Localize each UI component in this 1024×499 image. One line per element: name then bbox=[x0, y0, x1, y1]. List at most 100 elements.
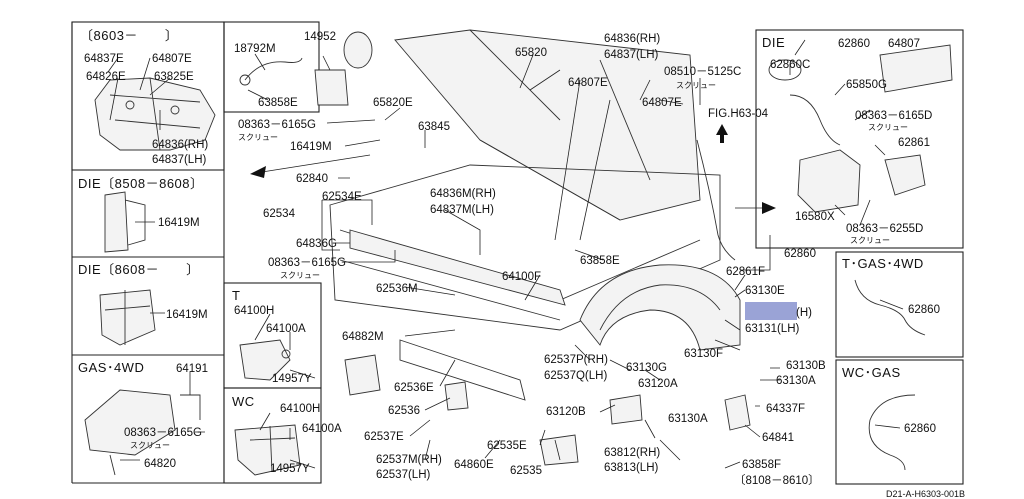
part-label-64807e-c: 64807E bbox=[642, 97, 682, 109]
part-label-08363-6255d: 08363－6255D bbox=[846, 223, 923, 235]
part-label-62860-c: 62860 bbox=[908, 304, 940, 316]
part-label-14957y-b: 14957Y bbox=[270, 463, 310, 475]
part-label-64807e-a: 64807E bbox=[152, 53, 192, 65]
hose-top-drawing bbox=[239, 31, 373, 106]
part-label-62537e: 62537E bbox=[364, 431, 404, 443]
bracket-die-2-drawing bbox=[99, 289, 156, 346]
part-label-63131-lh: 63131(LH) bbox=[745, 323, 800, 335]
bracket-die-1-drawing bbox=[104, 191, 146, 253]
part-label-62861: 62861 bbox=[898, 137, 930, 149]
screw-note-f: スクリュー bbox=[850, 236, 890, 245]
panel-title-8603: 〔8603－ 〕 bbox=[80, 28, 178, 43]
part-label-62860-d: 62860 bbox=[904, 423, 936, 435]
part-label-63120b: 63120B bbox=[546, 406, 586, 418]
part-label-64836-rh-b: 64836(RH) bbox=[604, 33, 660, 45]
part-label-63813-lh: 63813(LH) bbox=[604, 462, 659, 474]
part-label-64882m: 64882M bbox=[342, 331, 384, 343]
panel-title-t: T bbox=[232, 288, 240, 303]
part-label-64836m-rh: 64836M(RH) bbox=[430, 188, 496, 200]
part-label-16580x: 16580X bbox=[795, 211, 835, 223]
part-label-64100a-a: 64100A bbox=[266, 323, 306, 335]
part-label-64841: 64841 bbox=[762, 432, 794, 444]
screw-note-c: スクリュー bbox=[280, 271, 320, 280]
part-label-63130a-b: 63130A bbox=[668, 413, 708, 425]
date-note: 〔8108－8610〕 bbox=[734, 474, 820, 487]
part-label-62537m-rh: 62537M(RH) bbox=[376, 454, 442, 466]
wc-gas-hose-drawing bbox=[868, 394, 916, 471]
part-label-62861f: 62861F bbox=[726, 266, 765, 278]
part-label-64837lh-a: 64837(LH) bbox=[152, 154, 207, 166]
panel-title-die-right: DIE bbox=[762, 35, 785, 50]
part-label-63130g: 63130G bbox=[626, 362, 667, 374]
part-label-14957y-a: 14957Y bbox=[272, 373, 312, 385]
screw-note-a: スクリュー bbox=[130, 441, 170, 450]
part-label-62840: 62840 bbox=[296, 173, 328, 185]
part-labels: 64837E 64807E 64826E 63825E 64836(RH) 64… bbox=[84, 31, 965, 499]
panel-title-wc-gas: WC･GAS bbox=[842, 365, 901, 380]
part-label-64837e: 64837E bbox=[84, 53, 124, 65]
part-label-64100a-b: 64100A bbox=[302, 423, 342, 435]
part-label-63858e-b: 63858E bbox=[580, 255, 620, 267]
part-label-64191: 64191 bbox=[176, 363, 208, 375]
part-label-64807: 64807 bbox=[888, 38, 920, 50]
direction-arrows bbox=[250, 124, 776, 214]
part-label-62537p-rh: 62537P(RH) bbox=[544, 354, 608, 366]
t-panel-drawing bbox=[239, 339, 291, 381]
part-label-64100h-b: 64100H bbox=[280, 403, 320, 415]
part-label-08363-6165d: 08363－6165D bbox=[855, 110, 932, 122]
part-label-08363-6165g-b: 08363－6165G bbox=[238, 119, 316, 131]
part-label-16419m-c: 16419M bbox=[290, 141, 332, 153]
part-label-65820e: 65820E bbox=[373, 97, 413, 109]
panel-frames bbox=[71, 21, 964, 485]
screw-note-b: スクリュー bbox=[238, 133, 278, 142]
screw-note-d: スクリュー bbox=[676, 81, 716, 90]
part-label-63130b: 63130B bbox=[786, 360, 826, 372]
part-label-08510-5125c: 08510－5125C bbox=[664, 66, 741, 78]
part-label-62860c: 62860C bbox=[770, 59, 810, 71]
fender-liner-drawing bbox=[579, 264, 741, 351]
part-label-64836rh-a: 64836(RH) bbox=[152, 139, 208, 151]
part-label-14952: 14952 bbox=[304, 31, 336, 43]
part-label-63130a-a: 63130A bbox=[776, 375, 816, 387]
part-label-63858f: 63858F bbox=[742, 459, 781, 471]
fig-reference: FIG.H63-04 bbox=[708, 108, 769, 120]
part-label-16419m-b: 16419M bbox=[166, 309, 208, 321]
footer-reference: D21-A-H6303-001B bbox=[886, 489, 965, 499]
part-label-63858e-a: 63858E bbox=[258, 97, 298, 109]
highlighted-part-marker bbox=[745, 302, 797, 320]
part-label-08363-6165g-c: 08363－6165G bbox=[268, 257, 346, 269]
part-label-18792m: 18792M bbox=[234, 43, 276, 55]
part-label-63825e: 63825E bbox=[154, 71, 194, 83]
part-label-63130e: 63130E bbox=[745, 285, 785, 297]
part-label-64820: 64820 bbox=[144, 458, 176, 470]
part-label-64337f: 64337F bbox=[766, 403, 805, 415]
core-support-drawing bbox=[329, 164, 721, 401]
panel-title-die-8508: DIE〔8508－8608〕 bbox=[78, 176, 204, 191]
part-label-62537q-lh: 62537Q(LH) bbox=[544, 370, 607, 382]
part-label-64100f: 64100F bbox=[502, 271, 541, 283]
part-label-64837-lh-b: 64837(LH) bbox=[604, 49, 659, 61]
part-label-62535e: 62535E bbox=[487, 440, 527, 452]
duct-main-drawing bbox=[696, 139, 736, 261]
small-brackets-drawing bbox=[344, 354, 751, 466]
part-label-63812-rh: 63812(RH) bbox=[604, 447, 660, 459]
part-label-64100h-a: 64100H bbox=[234, 305, 274, 317]
gas-4wd-drawing bbox=[84, 389, 201, 476]
part-label-16419m-a: 16419M bbox=[158, 217, 200, 229]
part-label-63130f: 63130F bbox=[684, 348, 723, 360]
part-label-62536e: 62536E bbox=[394, 382, 434, 394]
part-label-62860-b: 62860 bbox=[838, 38, 870, 50]
panel-title-die-8608: DIE〔8608－ 〕 bbox=[78, 262, 200, 277]
part-label-63130-h: (H) bbox=[796, 307, 812, 319]
part-label-62536m: 62536M bbox=[376, 283, 418, 295]
t-gas-4wd-hose-drawing bbox=[854, 279, 926, 336]
part-label-64826e: 64826E bbox=[86, 71, 126, 83]
part-label-64807e-b: 64807E bbox=[568, 77, 608, 89]
part-label-62537-lh: 62537(LH) bbox=[376, 469, 431, 481]
part-label-63120a: 63120A bbox=[638, 378, 678, 390]
part-label-62536: 62536 bbox=[388, 405, 420, 417]
part-label-62860-a: 62860 bbox=[784, 248, 816, 260]
part-label-64860e: 64860E bbox=[454, 459, 494, 471]
wc-panel-drawing bbox=[234, 424, 301, 476]
